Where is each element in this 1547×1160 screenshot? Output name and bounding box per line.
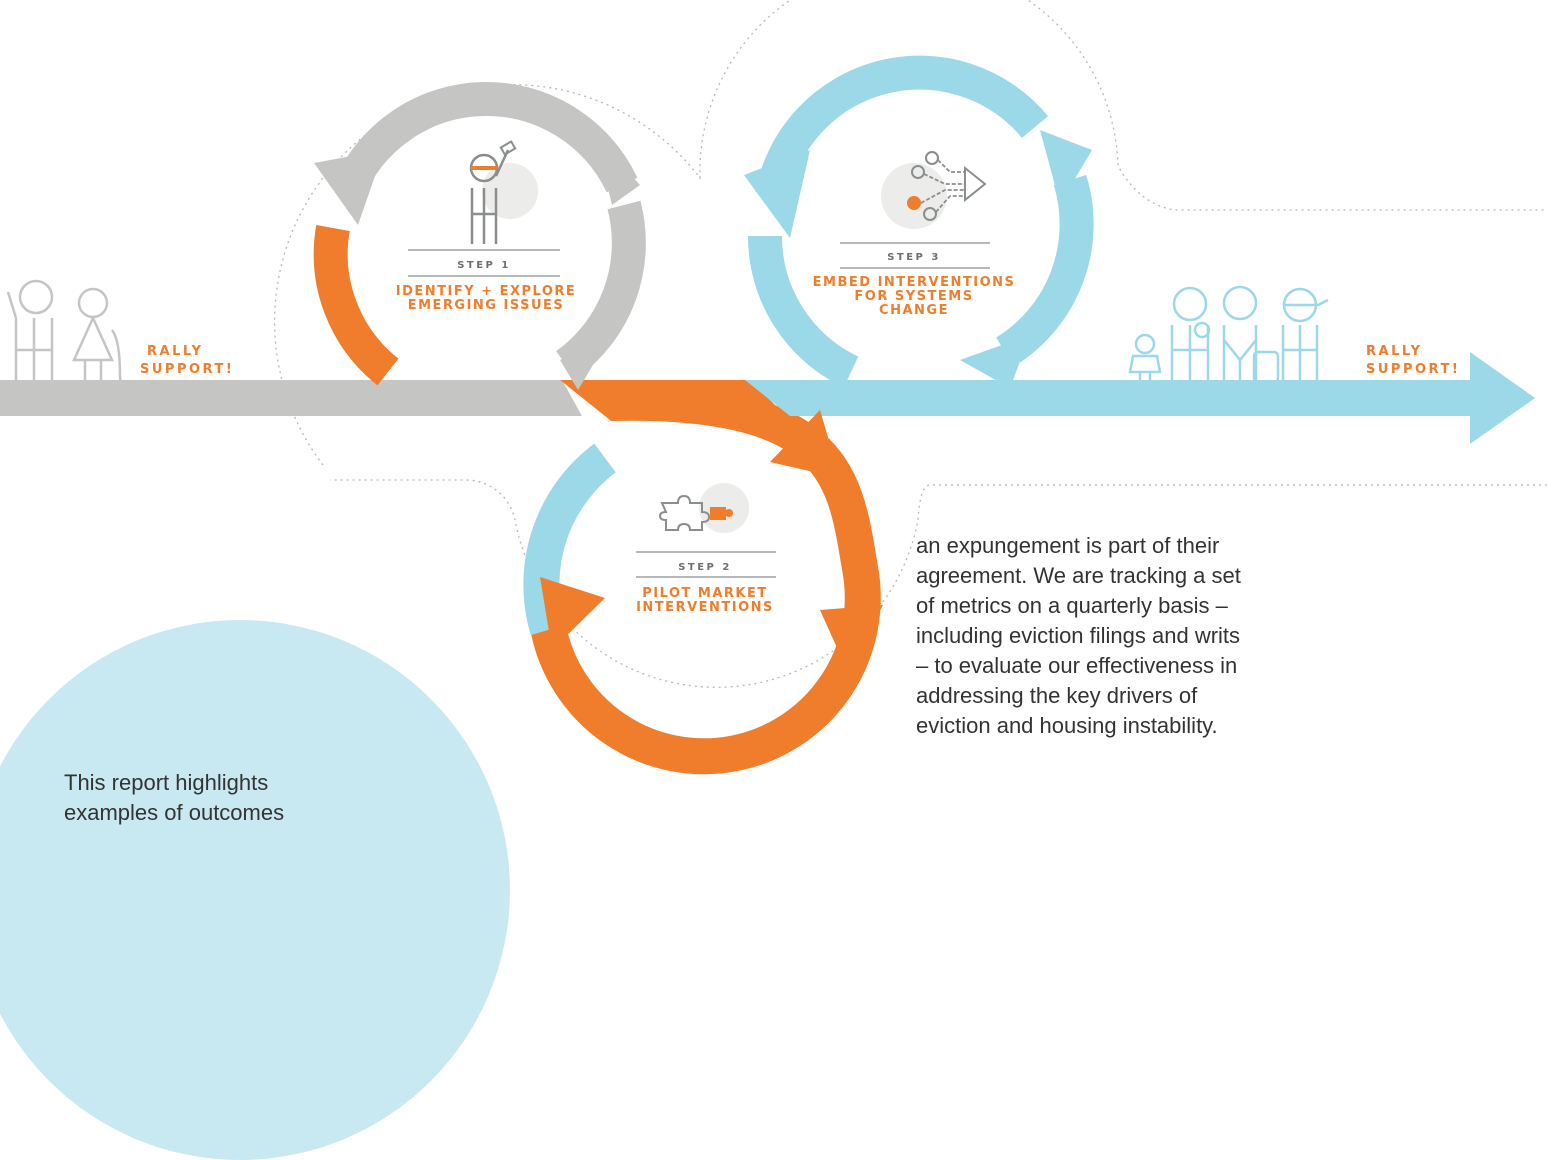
blue-arrowhead-bottom	[960, 335, 1030, 388]
puzzle-pieces-icon	[658, 483, 749, 533]
step-3-number: STEP 3	[887, 252, 941, 263]
step-title-line: EMBED INTERVENTIONS	[813, 275, 1016, 290]
step-title-line: FOR SYSTEMS	[854, 289, 973, 304]
blue-arrowhead-right	[1040, 130, 1092, 204]
orange-arc-loop1-left	[313, 225, 399, 386]
step-title-line: PILOT MARKET	[642, 586, 767, 601]
person-with-telescope-icon	[469, 140, 538, 244]
step-title-line: INTERVENTIONS	[636, 600, 774, 615]
rally-support-left: RALLY SUPPORT!	[140, 344, 234, 377]
branching-arrows-icon	[881, 151, 987, 229]
dotted-outline-bottom	[330, 479, 1547, 688]
step-title-line: IDENTIFY + EXPLORE	[396, 284, 577, 299]
blue-arrowhead-left	[744, 150, 810, 238]
orange-arrowhead-lower-left	[540, 577, 605, 650]
blue-arc-lower-loop	[523, 443, 617, 636]
dotted-outline-top	[273, 0, 1547, 466]
step-2-number: STEP 2	[678, 562, 732, 573]
grey-arc-loop1-top	[332, 82, 638, 198]
rally-right-line-2: SUPPORT!	[1366, 362, 1460, 377]
elderly-couple-icon	[6, 279, 128, 387]
report-highlights-paragraph: This report highlights examples of outco…	[64, 770, 285, 825]
blue-arc-loop3-top	[755, 55, 1049, 199]
grey-band	[0, 380, 582, 416]
rally-support-right: RALLY SUPPORT!	[1366, 344, 1460, 377]
rally-left-line-2: SUPPORT!	[140, 362, 234, 377]
rally-right-line-1: RALLY	[1366, 344, 1423, 359]
rally-left-line-1: RALLY	[147, 344, 204, 359]
step-title-line: CHANGE	[879, 303, 949, 318]
orange-arrowhead-right	[770, 410, 840, 478]
family-group-icon	[1128, 285, 1329, 384]
orange-arrowhead-lower-right	[820, 605, 883, 672]
description-paragraph: an expungement is part of their agreemen…	[916, 533, 1241, 738]
grey-arrowhead-bottom	[560, 333, 612, 390]
blue-arc-loop3-right	[995, 175, 1094, 367]
blue-arc-loop3-left	[747, 235, 859, 388]
step-title-line: EMERGING ISSUES	[408, 298, 565, 313]
step-1-number: STEP 1	[457, 260, 511, 271]
grey-arrowhead-left	[314, 150, 384, 225]
blue-band	[745, 352, 1535, 444]
orange-crossing-band	[560, 380, 790, 420]
grey-arrowhead-right	[595, 134, 640, 205]
